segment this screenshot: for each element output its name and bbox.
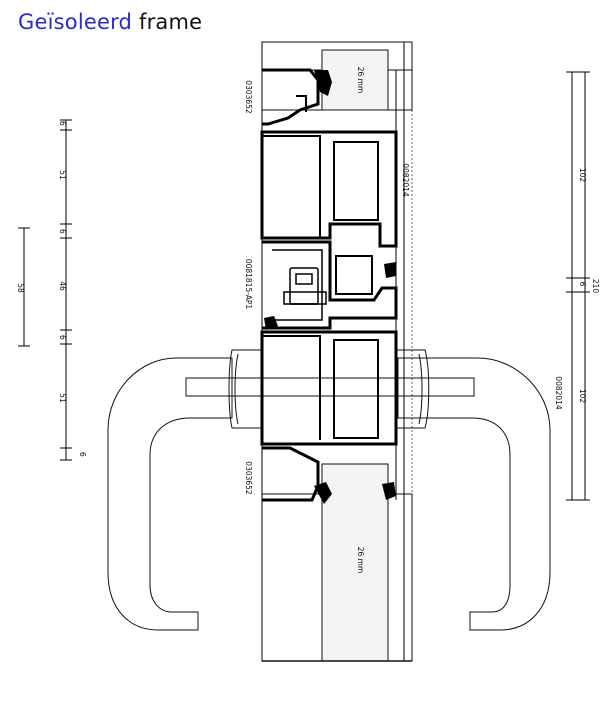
dim-left-3: 6 bbox=[58, 229, 67, 234]
upper-frame-profile bbox=[260, 130, 398, 248]
handle-right-grip bbox=[397, 357, 551, 631]
handle-rosette-left bbox=[228, 349, 263, 429]
rosette-left-detail bbox=[234, 353, 239, 425]
gasket-bottom bbox=[314, 482, 332, 504]
dim-left-6: 51 bbox=[58, 393, 67, 403]
dim-right-3: 102 bbox=[578, 389, 587, 404]
handle-spindle bbox=[185, 377, 475, 397]
dim-right-1: 102 bbox=[578, 168, 587, 183]
handle-rosette-right bbox=[394, 349, 430, 429]
frame-profiles bbox=[260, 68, 398, 502]
dim-left-2: 51 bbox=[58, 170, 67, 180]
glass-pane-bottom bbox=[321, 463, 389, 662]
dim-left-5: 6 bbox=[58, 335, 67, 340]
rosette-right-detail bbox=[418, 353, 423, 425]
profile-code-upper-frame: 0082014 bbox=[401, 163, 410, 197]
glass-thickness-top: 26 mm bbox=[356, 67, 365, 94]
frame-edges bbox=[261, 42, 413, 661]
gasket-bottom-right bbox=[382, 482, 396, 500]
dim-left-1: 6 bbox=[58, 121, 67, 126]
glass-thickness-bottom: 26 mm bbox=[356, 547, 365, 574]
handle-left-grip bbox=[107, 357, 233, 631]
dimension-chain-left bbox=[18, 119, 72, 461]
profile-code-bottom-bead: 0303652 bbox=[244, 461, 253, 495]
glazing bbox=[261, 41, 413, 662]
top-glazing-bead bbox=[262, 68, 320, 126]
profile-code-top-bead: 0303652 bbox=[244, 80, 253, 114]
lower-frame-profile bbox=[260, 330, 398, 446]
dim-left-7: 6 bbox=[78, 452, 87, 457]
title-word: frame bbox=[138, 10, 203, 34]
lock-mechanism bbox=[283, 267, 327, 305]
title-accent-word: Geïsoleerd bbox=[18, 10, 133, 34]
gasket-mid-right bbox=[384, 262, 396, 278]
gasket-top bbox=[314, 70, 332, 96]
mullion-profile bbox=[262, 240, 398, 330]
gasket-mid-left bbox=[264, 316, 278, 330]
gaskets bbox=[264, 70, 396, 504]
diagram-title: Geïsoleerd frame bbox=[18, 10, 202, 34]
dim-left-4: 46 bbox=[58, 281, 67, 291]
mullion-chamber bbox=[335, 255, 373, 295]
upper-frame-chamber bbox=[333, 141, 379, 221]
dim-left-total: 58 bbox=[16, 283, 25, 293]
profile-code-mullion: 0081815-AP1 bbox=[244, 259, 253, 310]
glass-pane-top bbox=[321, 49, 389, 111]
door-handle bbox=[107, 349, 551, 631]
lower-frame-chamber bbox=[333, 339, 379, 439]
dim-right-2: 6 bbox=[578, 282, 587, 287]
dimension-chain-right bbox=[566, 71, 590, 501]
bottom-glazing-bead bbox=[262, 446, 320, 502]
dim-right-total: 210 bbox=[591, 279, 600, 294]
profile-code-lower-frame: 0082014 bbox=[554, 376, 563, 410]
